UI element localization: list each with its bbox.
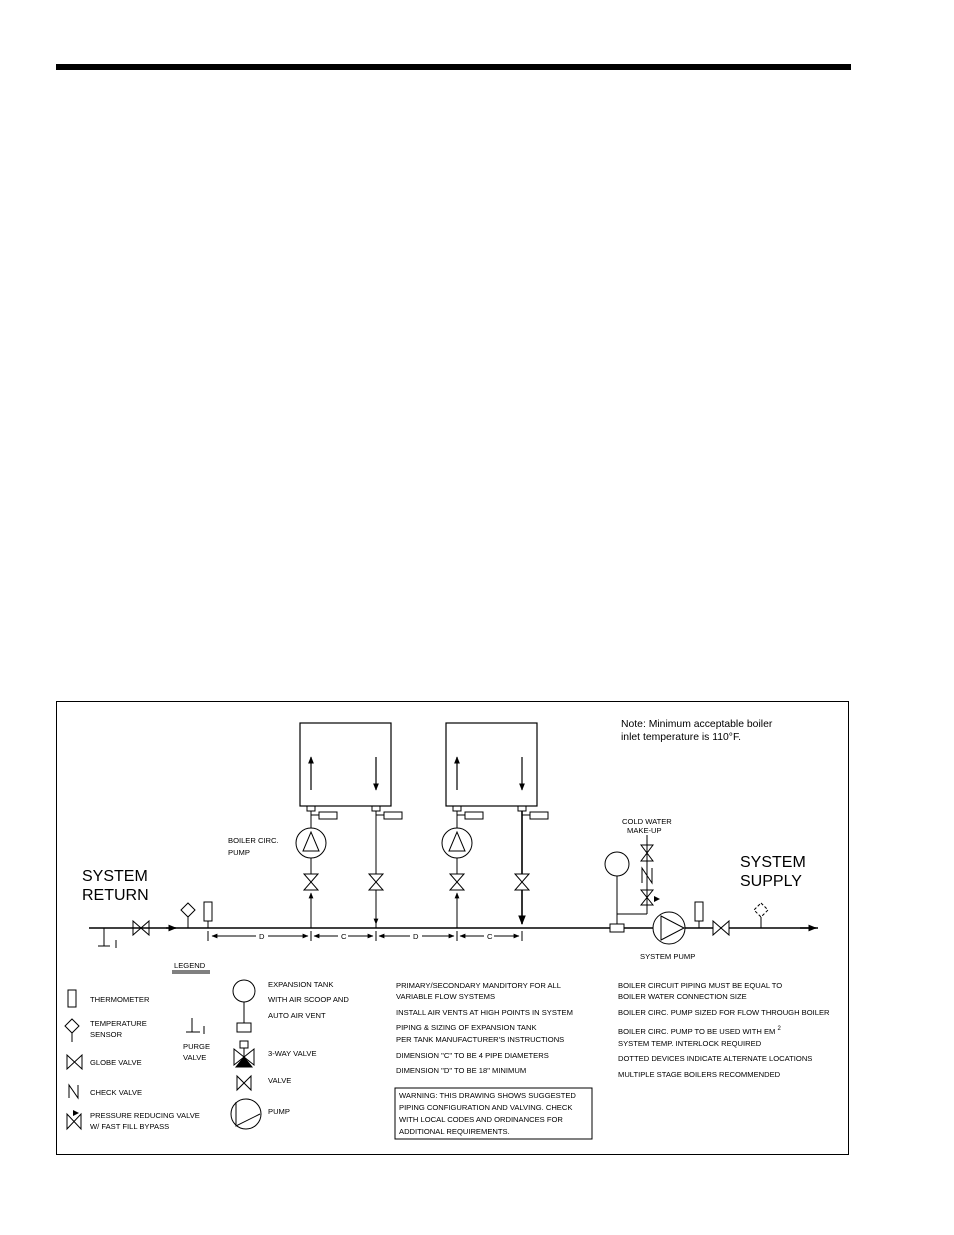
legend-check-valve: CHECK VALVE bbox=[90, 1088, 142, 1097]
note-dimension-c: DIMENSION "C" TO BE 4 PIPE DIAMETERS bbox=[396, 1051, 549, 1060]
dim-d-label: D bbox=[413, 932, 419, 941]
thermometer-icon bbox=[203, 901, 213, 928]
boiler-circ-pump-label: BOILER CIRC. PUMP bbox=[228, 836, 281, 857]
valve-icon bbox=[367, 873, 385, 891]
pump-icon bbox=[441, 827, 473, 859]
note-primary-secondary: PRIMARY/SECONDARY MANDITORY FOR ALL VARI… bbox=[396, 981, 563, 1001]
valve-icon bbox=[513, 873, 531, 891]
temperature-sensor-icon bbox=[64, 1018, 80, 1042]
legend-pump: PUMP bbox=[268, 1107, 290, 1116]
legend-globe-valve: GLOBE VALVE bbox=[90, 1058, 142, 1067]
valve-icon bbox=[302, 873, 320, 891]
pump-icon bbox=[230, 1098, 262, 1130]
system-pump-label: SYSTEM PUMP bbox=[640, 952, 695, 961]
globe-valve-icon bbox=[66, 1053, 83, 1071]
boiler-2 bbox=[445, 722, 538, 812]
legend-title: LEGEND bbox=[174, 961, 206, 970]
dimension-lines bbox=[207, 931, 523, 941]
thermometer-icon bbox=[694, 901, 704, 928]
system-supply-label: SYSTEM SUPPLY bbox=[740, 854, 810, 890]
min-temp-note: Note: Minimum acceptable boiler inlet te… bbox=[621, 719, 775, 743]
note-dimension-d: DIMENSION "D" TO BE 18" MINIMUM bbox=[396, 1066, 526, 1075]
note-expansion-tank: PIPING & SIZING OF EXPANSION TANK PER TA… bbox=[396, 1023, 564, 1044]
pressure-reducing-valve-icon bbox=[66, 1110, 82, 1131]
cold-water-makeup-label: COLD WATER MAKE-UP bbox=[622, 817, 674, 835]
legend-valve: VALVE bbox=[268, 1076, 291, 1085]
expansion-tank-icon bbox=[604, 851, 630, 933]
system-pump-icon bbox=[652, 911, 686, 945]
globe-valve-icon bbox=[132, 919, 150, 937]
legend-expansion-tank: EXPANSION TANK WITH AIR SCOOP AND AUTO A… bbox=[268, 980, 351, 1020]
boiler-1 bbox=[299, 722, 392, 812]
purge-valve-icon bbox=[98, 928, 117, 948]
note-air-vents: INSTALL AIR VENTS AT HIGH POINTS IN SYST… bbox=[396, 1008, 573, 1017]
note-circuit-piping: BOILER CIRCUIT PIPING MUST BE EQUAL TO B… bbox=[618, 981, 784, 1001]
system-return-label: SYSTEM RETURN bbox=[82, 868, 152, 904]
note-multiple-stage: MULTIPLE STAGE BOILERS RECOMMENDED bbox=[618, 1070, 781, 1079]
dim-d-label: D bbox=[259, 932, 265, 941]
three-way-valve-icon bbox=[233, 1040, 255, 1068]
piping-diagram-frame: D C D C SYSTEM RETURN SYSTEM SUPPLY BOIL… bbox=[56, 701, 849, 1155]
purge-valve-icon bbox=[186, 1018, 205, 1034]
note-dotted-devices: DOTTED DEVICES INDICATE ALTERNATE LOCATI… bbox=[618, 1054, 812, 1063]
dim-c-label: C bbox=[341, 932, 347, 941]
check-valve-icon bbox=[68, 1083, 79, 1100]
note-em2-interlock: BOILER CIRC. PUMP TO BE USED WITH EM 2 S… bbox=[618, 1023, 783, 1048]
valve-icon bbox=[236, 1074, 252, 1092]
temperature-sensor-icon bbox=[180, 902, 196, 928]
legend-temperature-sensor: TEMPERATURE SENSOR bbox=[90, 1019, 149, 1039]
piping-diagram: D C D C SYSTEM RETURN SYSTEM SUPPLY BOIL… bbox=[64, 719, 830, 1140]
legend-3-way-valve: 3-WAY VALVE bbox=[268, 1049, 317, 1058]
globe-valve-icon bbox=[712, 919, 730, 937]
expansion-tank-icon bbox=[232, 979, 256, 1033]
warning-box bbox=[394, 1087, 593, 1140]
pressure-reducing-valve-icon bbox=[639, 889, 660, 906]
legend-thermometer: THERMOMETER bbox=[90, 995, 150, 1004]
pump-icon bbox=[295, 827, 327, 859]
note-pump-sizing: BOILER CIRC. PUMP SIZED FOR FLOW THROUGH… bbox=[618, 1008, 830, 1017]
thermometer-icon bbox=[311, 811, 549, 820]
warning-text: WARNING: THIS DRAWING SHOWS SUGGESTED PI… bbox=[399, 1091, 578, 1136]
dim-c-label: C bbox=[487, 932, 493, 941]
temperature-sensor-alt-icon bbox=[753, 902, 769, 928]
legend-pressure-reducing-valve: PRESSURE REDUCING VALVE W/ FAST FILL BYP… bbox=[90, 1111, 202, 1131]
check-valve-icon bbox=[641, 866, 653, 885]
header-rule bbox=[56, 64, 851, 70]
valve-icon bbox=[640, 844, 654, 862]
thermometer-icon bbox=[67, 989, 77, 1008]
valve-icon bbox=[448, 873, 466, 891]
legend-purge-valve: PURGE VALVE bbox=[183, 1042, 212, 1062]
